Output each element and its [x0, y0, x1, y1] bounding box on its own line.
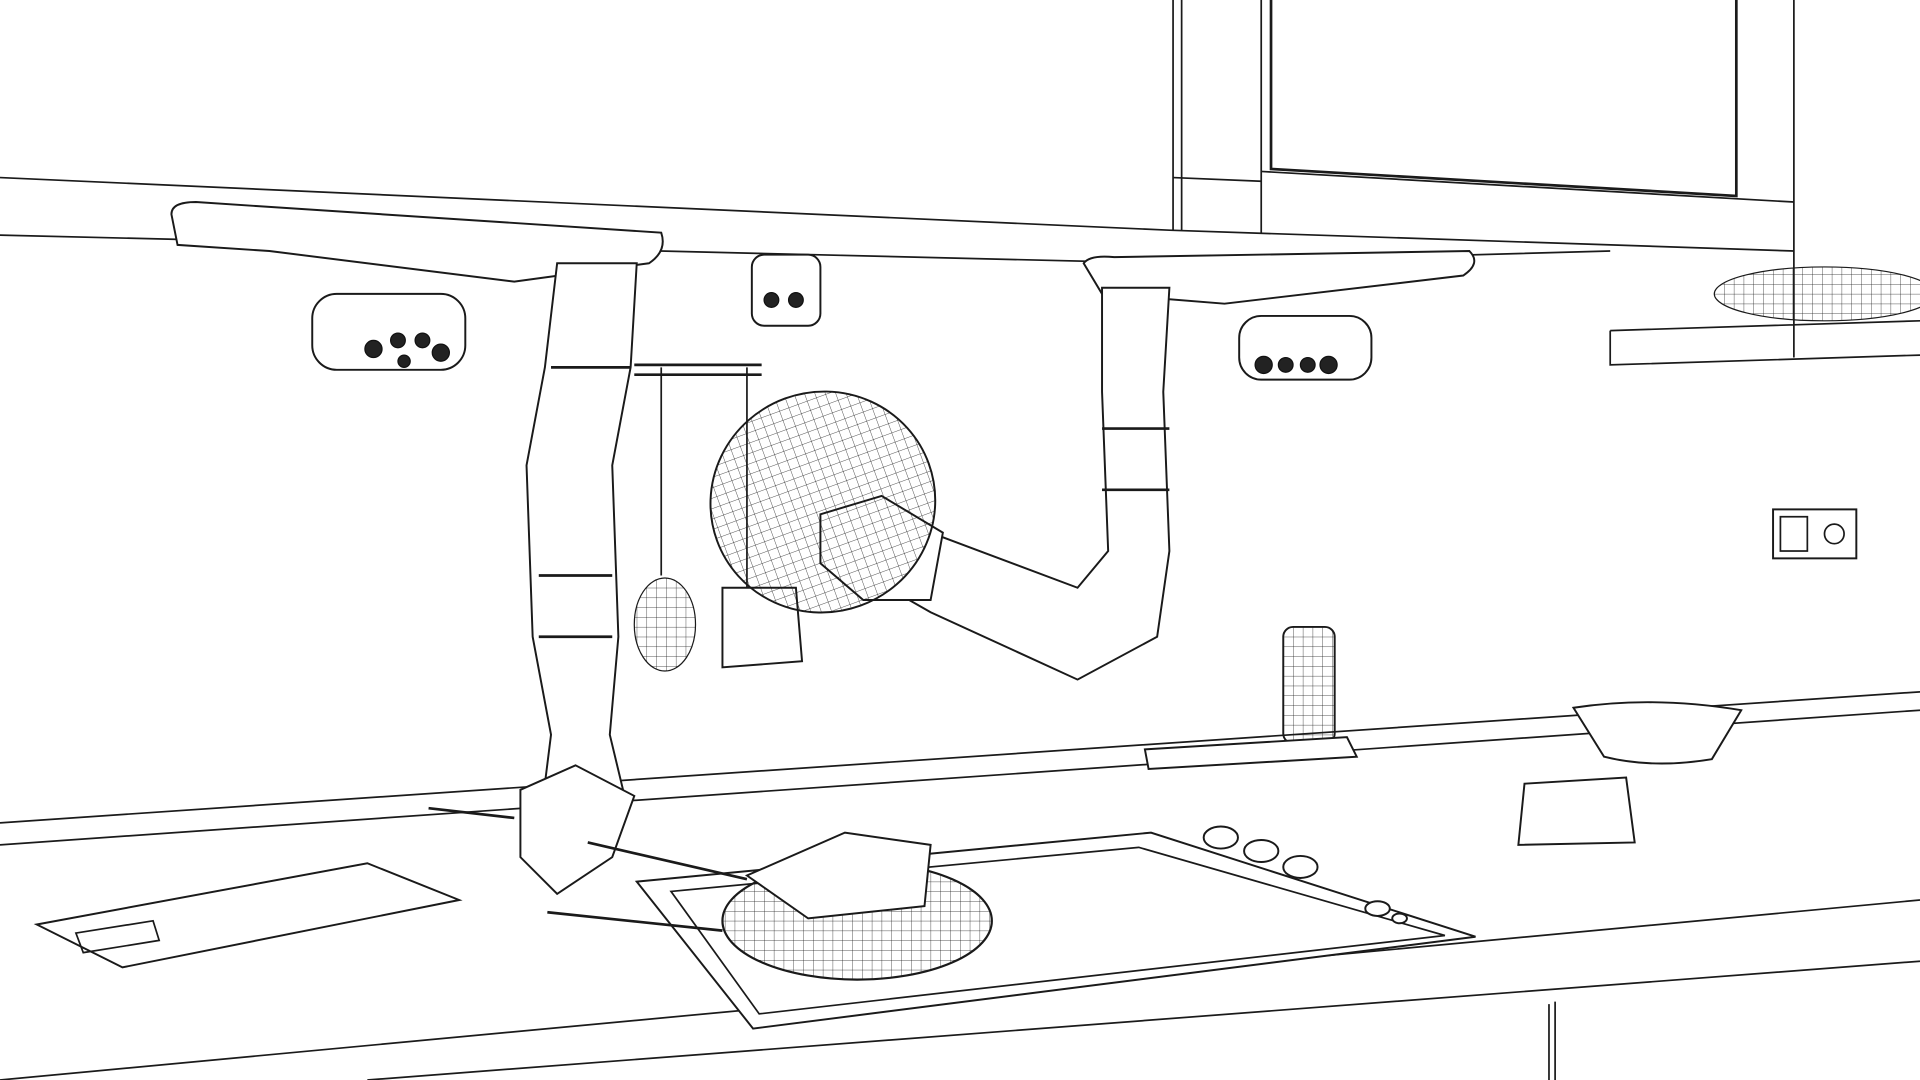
- robot-hand-left: [519, 764, 636, 896]
- ceiling-rail-robot: [170, 201, 1476, 381]
- camera-lenses: [364, 292, 1338, 375]
- frying-pan: [428, 806, 993, 981]
- bowl-stand: [1517, 776, 1636, 846]
- food-in-pan: [744, 831, 932, 920]
- range-hood: [1609, 251, 1920, 366]
- bottle: [1282, 625, 1336, 745]
- bowl: [1517, 701, 1743, 846]
- spice-holder: [1143, 736, 1359, 771]
- cutting-board: [33, 862, 463, 969]
- camera-module-left: [311, 292, 467, 371]
- round-lid: [709, 390, 937, 614]
- wall-switch: [1772, 508, 1858, 560]
- camera-module-center: [750, 253, 822, 327]
- whisk-spoon: [633, 577, 697, 672]
- robot-arm-left: [519, 262, 638, 896]
